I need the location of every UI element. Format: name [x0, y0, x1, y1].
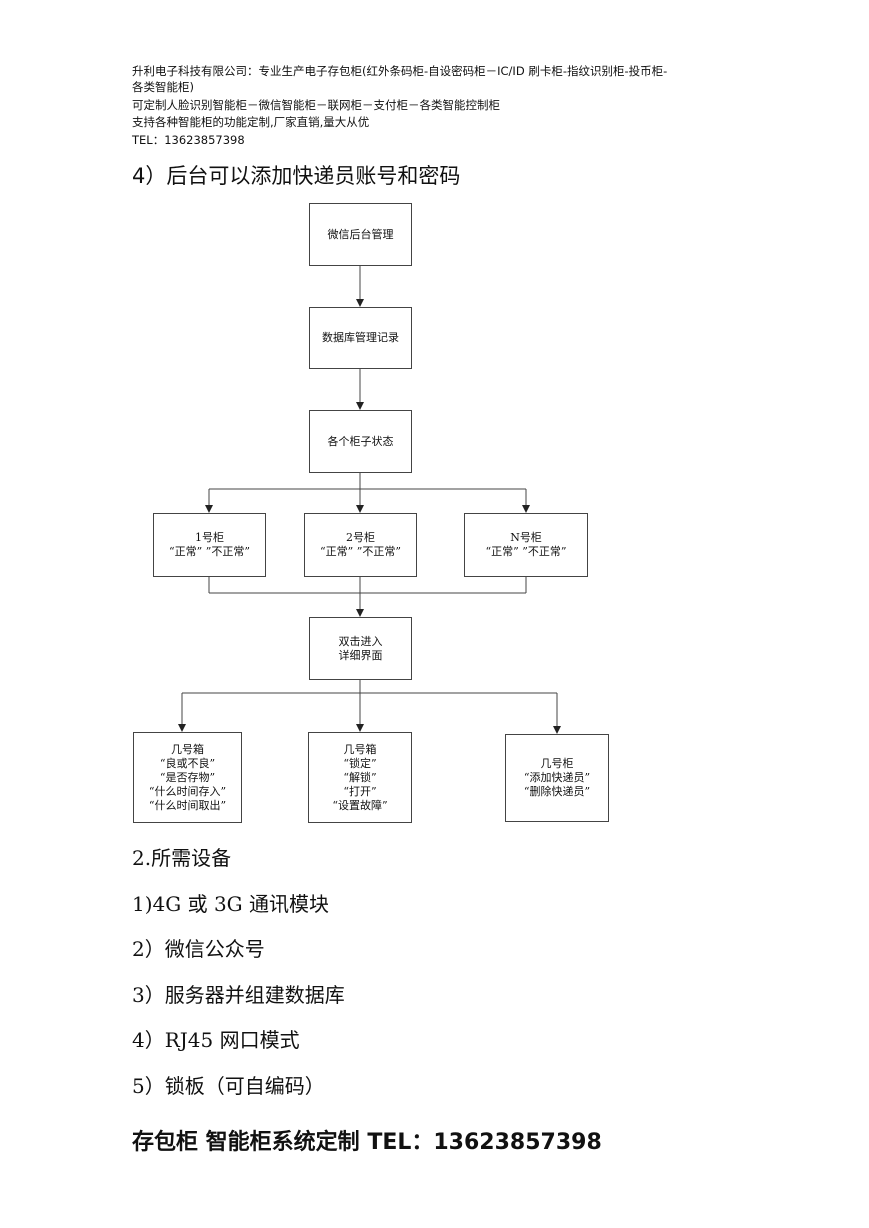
node-label: 各个柜子状态 — [327, 434, 394, 448]
node-box-status: 几号箱 “良或不良” “是否存物” “什么时间存入” “什么时间取出” — [133, 732, 242, 823]
equipment-item: 3）服务器并组建数据库 — [132, 983, 345, 1007]
header-line-1: 升利电子科技有限公司：专业生产电子存包柜(红外条码柜-自设密码柜－IC/ID 刷… — [132, 64, 668, 78]
header-line-4: 支持各种智能柜的功能定制,厂家直销,量大从优 — [132, 115, 370, 129]
node-cabinet-status: 各个柜子状态 — [309, 410, 412, 473]
equipment-title: 2.所需设备 — [132, 846, 232, 870]
cabinet-status: “正常” ”不正常” — [169, 545, 250, 558]
node-line: 几号柜 — [540, 757, 574, 770]
header-line-3: 可定制人脸识别智能柜－微信智能柜－联网柜－支付柜－各类智能控制柜 — [132, 98, 500, 112]
node-line: “什么时间存入” — [148, 784, 227, 798]
equipment-item: 4）RJ45 网口模式 — [132, 1028, 300, 1052]
node-wechat-admin: 微信后台管理 — [309, 203, 412, 266]
cabinet-status: “正常” ”不正常” — [485, 545, 567, 558]
cabinet-status: “正常” ”不正常” — [320, 545, 401, 558]
section-title: 4）后台可以添加快递员账号和密码 — [132, 164, 461, 188]
cabinet-name: N号柜 — [510, 531, 542, 544]
node-line: “打开” — [343, 784, 377, 798]
header-line-5: TEL：13623857398 — [132, 133, 245, 147]
equipment-item: 5）锁板（可自编码） — [132, 1074, 325, 1098]
equipment-item: 2）微信公众号 — [132, 937, 265, 961]
node-label: 双击进入 — [338, 634, 383, 648]
node-box-control: 几号箱 “锁定” “解锁” “打开” “设置故障” — [308, 732, 412, 823]
header-line-2: 各类智能柜) — [132, 80, 194, 94]
node-cabinet-2: 2号柜 “正常” ”不正常” — [304, 513, 417, 577]
equipment-item: 1)4G 或 3G 通讯模块 — [132, 892, 330, 916]
node-cabinet-1: 1号柜 “正常” ”不正常” — [153, 513, 266, 577]
node-line: “删除快递员” — [523, 785, 591, 798]
node-courier-manage: 几号柜 “添加快递员” “删除快递员” — [505, 734, 609, 822]
node-line: “是否存物” — [159, 770, 216, 784]
node-cabinet-n: N号柜 “正常” ”不正常” — [464, 513, 588, 577]
node-line: “设置故障” — [332, 798, 388, 812]
node-line: “锁定” — [343, 756, 377, 770]
node-line: “添加快递员” — [523, 771, 591, 784]
node-label: 微信后台管理 — [327, 227, 394, 241]
footer-contact: 存包柜 智能柜系统定制 TEL：13623857398 — [132, 1130, 602, 1155]
node-label: 详细界面 — [338, 648, 383, 662]
node-line: “解锁” — [343, 770, 377, 784]
node-db-records: 数据库管理记录 — [309, 307, 412, 369]
node-line: “良或不良” — [159, 756, 216, 770]
node-detail-view: 双击进入 详细界面 — [309, 617, 412, 680]
node-line: 几号箱 — [171, 742, 204, 756]
node-line: 几号箱 — [343, 742, 377, 756]
node-label: 数据库管理记录 — [322, 331, 399, 344]
node-line: “什么时间取出” — [148, 798, 227, 812]
cabinet-name: 2号柜 — [346, 531, 375, 544]
cabinet-name: 1号柜 — [195, 531, 224, 544]
